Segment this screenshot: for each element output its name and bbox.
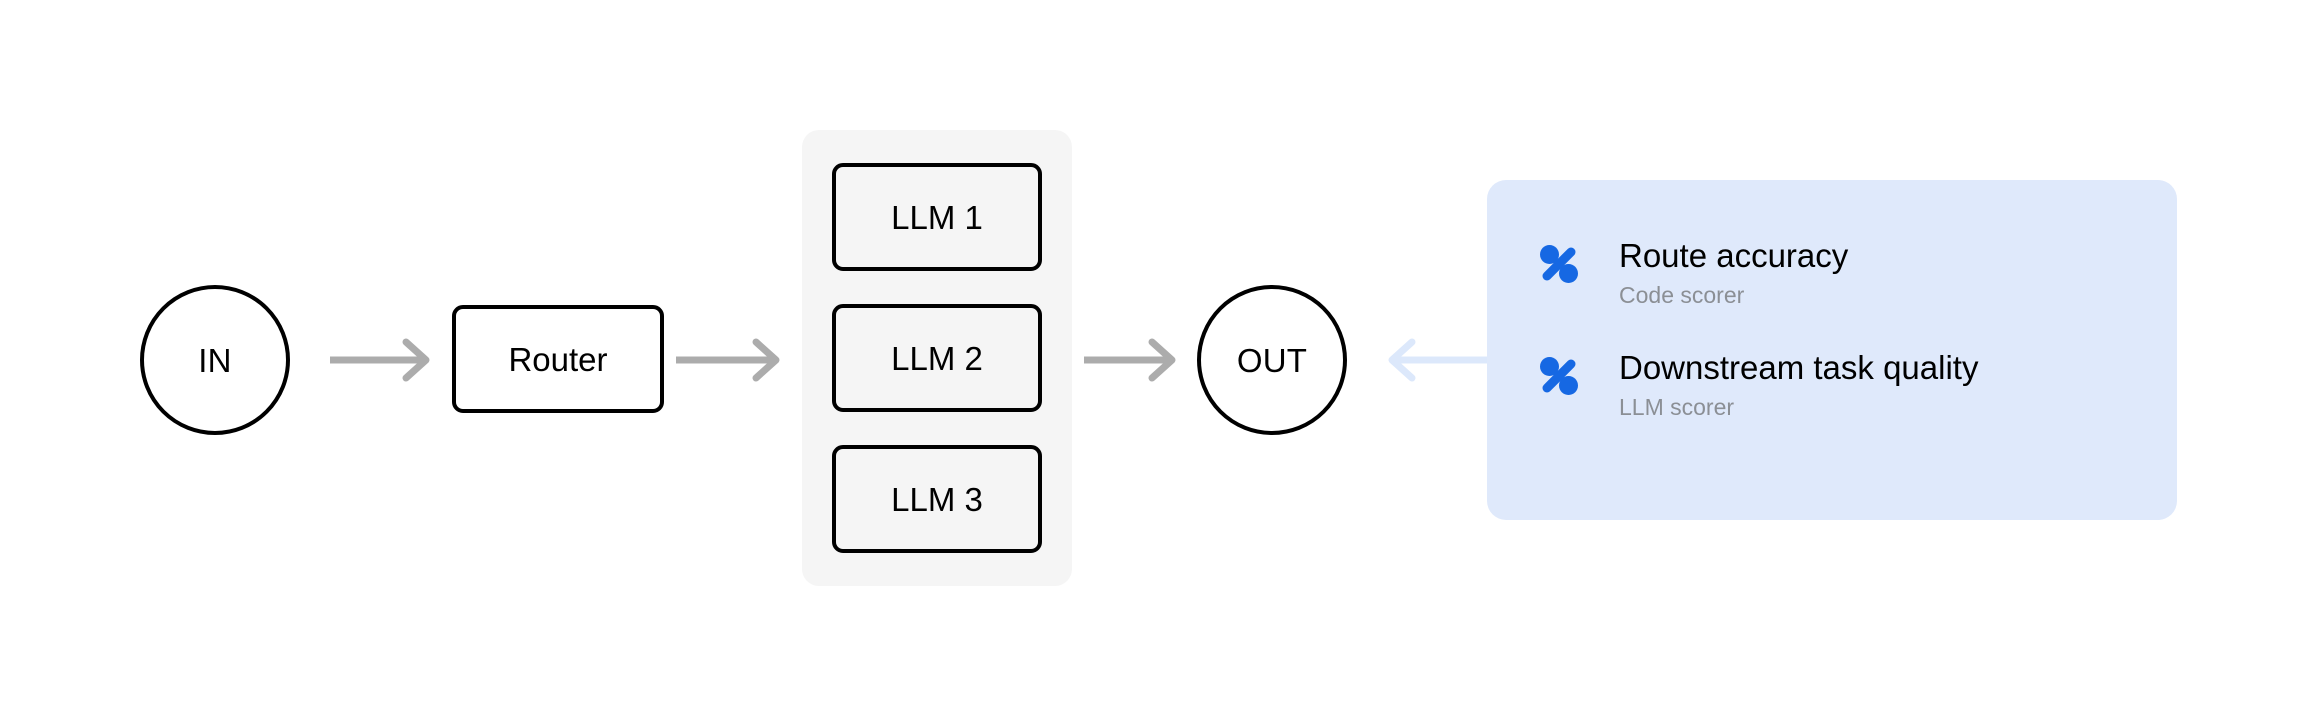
llm-box-label: LLM 3: [891, 480, 983, 518]
scorer-text: Route accuracy Code scorer: [1619, 237, 2177, 308]
scorer-row: Downstream task quality LLM scorer: [1537, 349, 2177, 421]
scorer-subtitle: LLM scorer: [1619, 394, 1735, 421]
scorer-text: Downstream task quality LLM scorer: [1619, 349, 2177, 421]
percent-icon: [1540, 245, 1578, 283]
node-output: OUT: [1197, 285, 1347, 435]
llm-stack-container: LLM 1 LLM 2 LLM 3: [802, 130, 1072, 586]
scorer-subtitle: Code scorer: [1619, 281, 1745, 308]
arrow-in-to-router: [330, 338, 430, 382]
llm-box: LLM 2: [832, 304, 1042, 412]
node-router-label: Router: [508, 340, 608, 378]
llm-box-label: LLM 1: [891, 198, 983, 236]
llm-box-label: LLM 2: [891, 339, 983, 377]
scorer-title: Downstream task quality: [1619, 349, 1979, 387]
scorer-title: Route accuracy: [1619, 237, 1849, 274]
node-output-label: OUT: [1236, 341, 1308, 379]
node-router: Router: [452, 305, 664, 413]
arrow-llm-stack-to-output: [1084, 338, 1176, 382]
scorer-panel: Route accuracy Code scorer Downstream ta…: [1487, 180, 2177, 520]
percent-icon: [1540, 357, 1578, 396]
llm-box: LLM 1: [832, 163, 1042, 271]
node-input-label: IN: [198, 341, 232, 379]
node-input: IN: [140, 285, 290, 435]
arrow-scorers-to-output: [1388, 338, 1490, 382]
arrow-router-to-llm-stack: [676, 338, 780, 382]
scorer-row: Route accuracy Code scorer: [1537, 237, 2177, 308]
llm-box: LLM 3: [832, 445, 1042, 553]
